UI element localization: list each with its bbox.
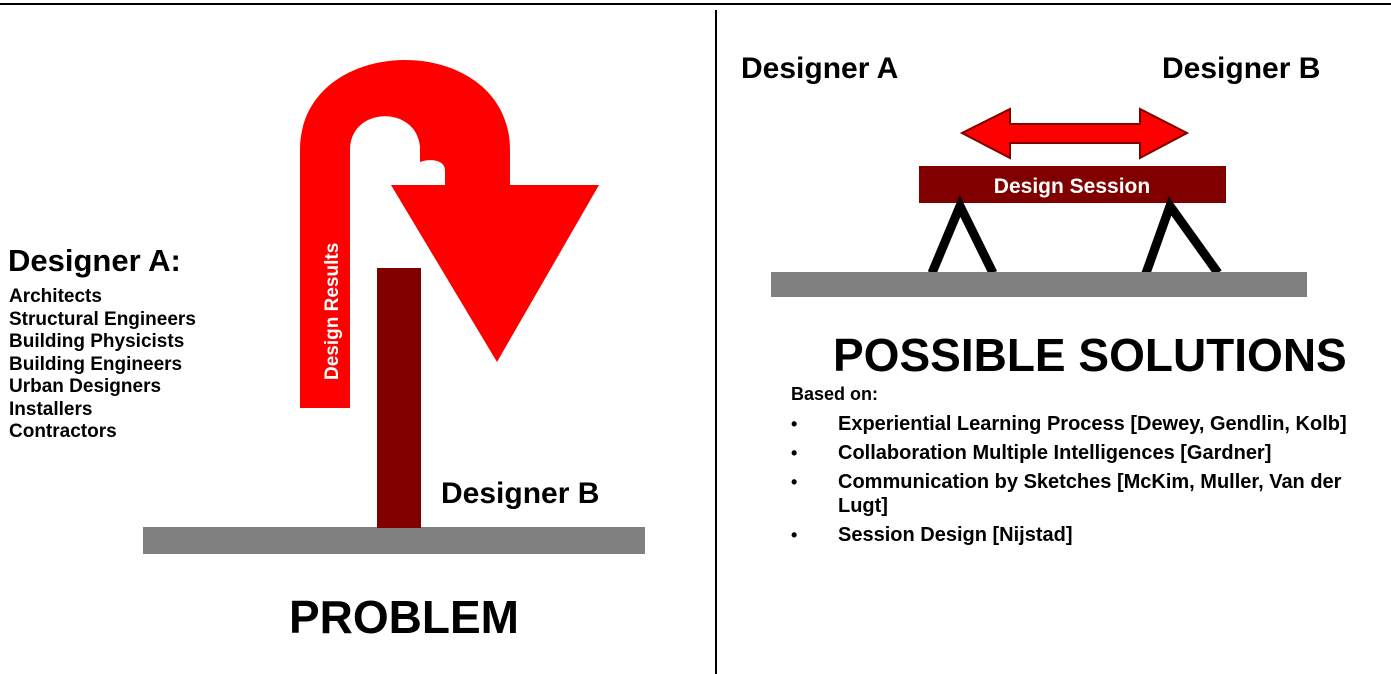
design-session-bar [919,166,1226,203]
role-item: Contractors [9,421,117,442]
right-designer-a-label: Designer A [741,52,899,85]
problem-diagram: Design Results [143,60,645,554]
list-item: •Experiential Learning Process [Dewey, G… [791,413,1347,435]
role-item: Building Engineers [9,353,183,375]
bullet-icon: • [791,472,798,492]
bullet-icon: • [791,443,798,463]
right-bridge-leg [1135,196,1222,292]
bridge-label: Design Session [994,175,1150,198]
role-item: Building Physicists [9,331,185,352]
bullet-icon: • [791,414,798,434]
list-item: •Communication by Sketches [McKim, Mulle… [791,471,1342,517]
sources-list: •Experiential Learning Process [Dewey, G… [791,412,1351,552]
based-on-label: Based on: [791,384,879,404]
designer-b-pillar [377,268,421,528]
left-ground-bar [143,527,645,554]
top-rule [0,3,1391,5]
panel-divider [715,10,717,674]
arrow-label: Design Results [322,243,343,380]
right-designer-b-label: Designer B [1162,52,1321,85]
list-item: •Collaboration Multiple Intelligences [G… [791,442,1272,464]
problem-caption: PROBLEM [289,591,519,643]
role-item: Architects [9,286,102,307]
solutions-caption: POSSIBLE SOLUTIONS [833,329,1347,381]
designer-a-title: Designer A: [8,243,181,278]
left-bridge-leg [927,195,998,275]
left-designer-b-label: Designer B [441,477,600,510]
designer-a-roles: Architects Structural Engineers Building… [9,286,196,444]
role-item: Installers [9,398,93,420]
right-ground-bar [771,272,1307,297]
list-item: •Session Design [Nijstad] [791,524,1073,546]
role-item: Structural Engineers [9,308,196,330]
bullet-icon: • [791,525,798,545]
exchange-arrow [959,107,1190,160]
role-item: Urban Designers [9,376,162,397]
